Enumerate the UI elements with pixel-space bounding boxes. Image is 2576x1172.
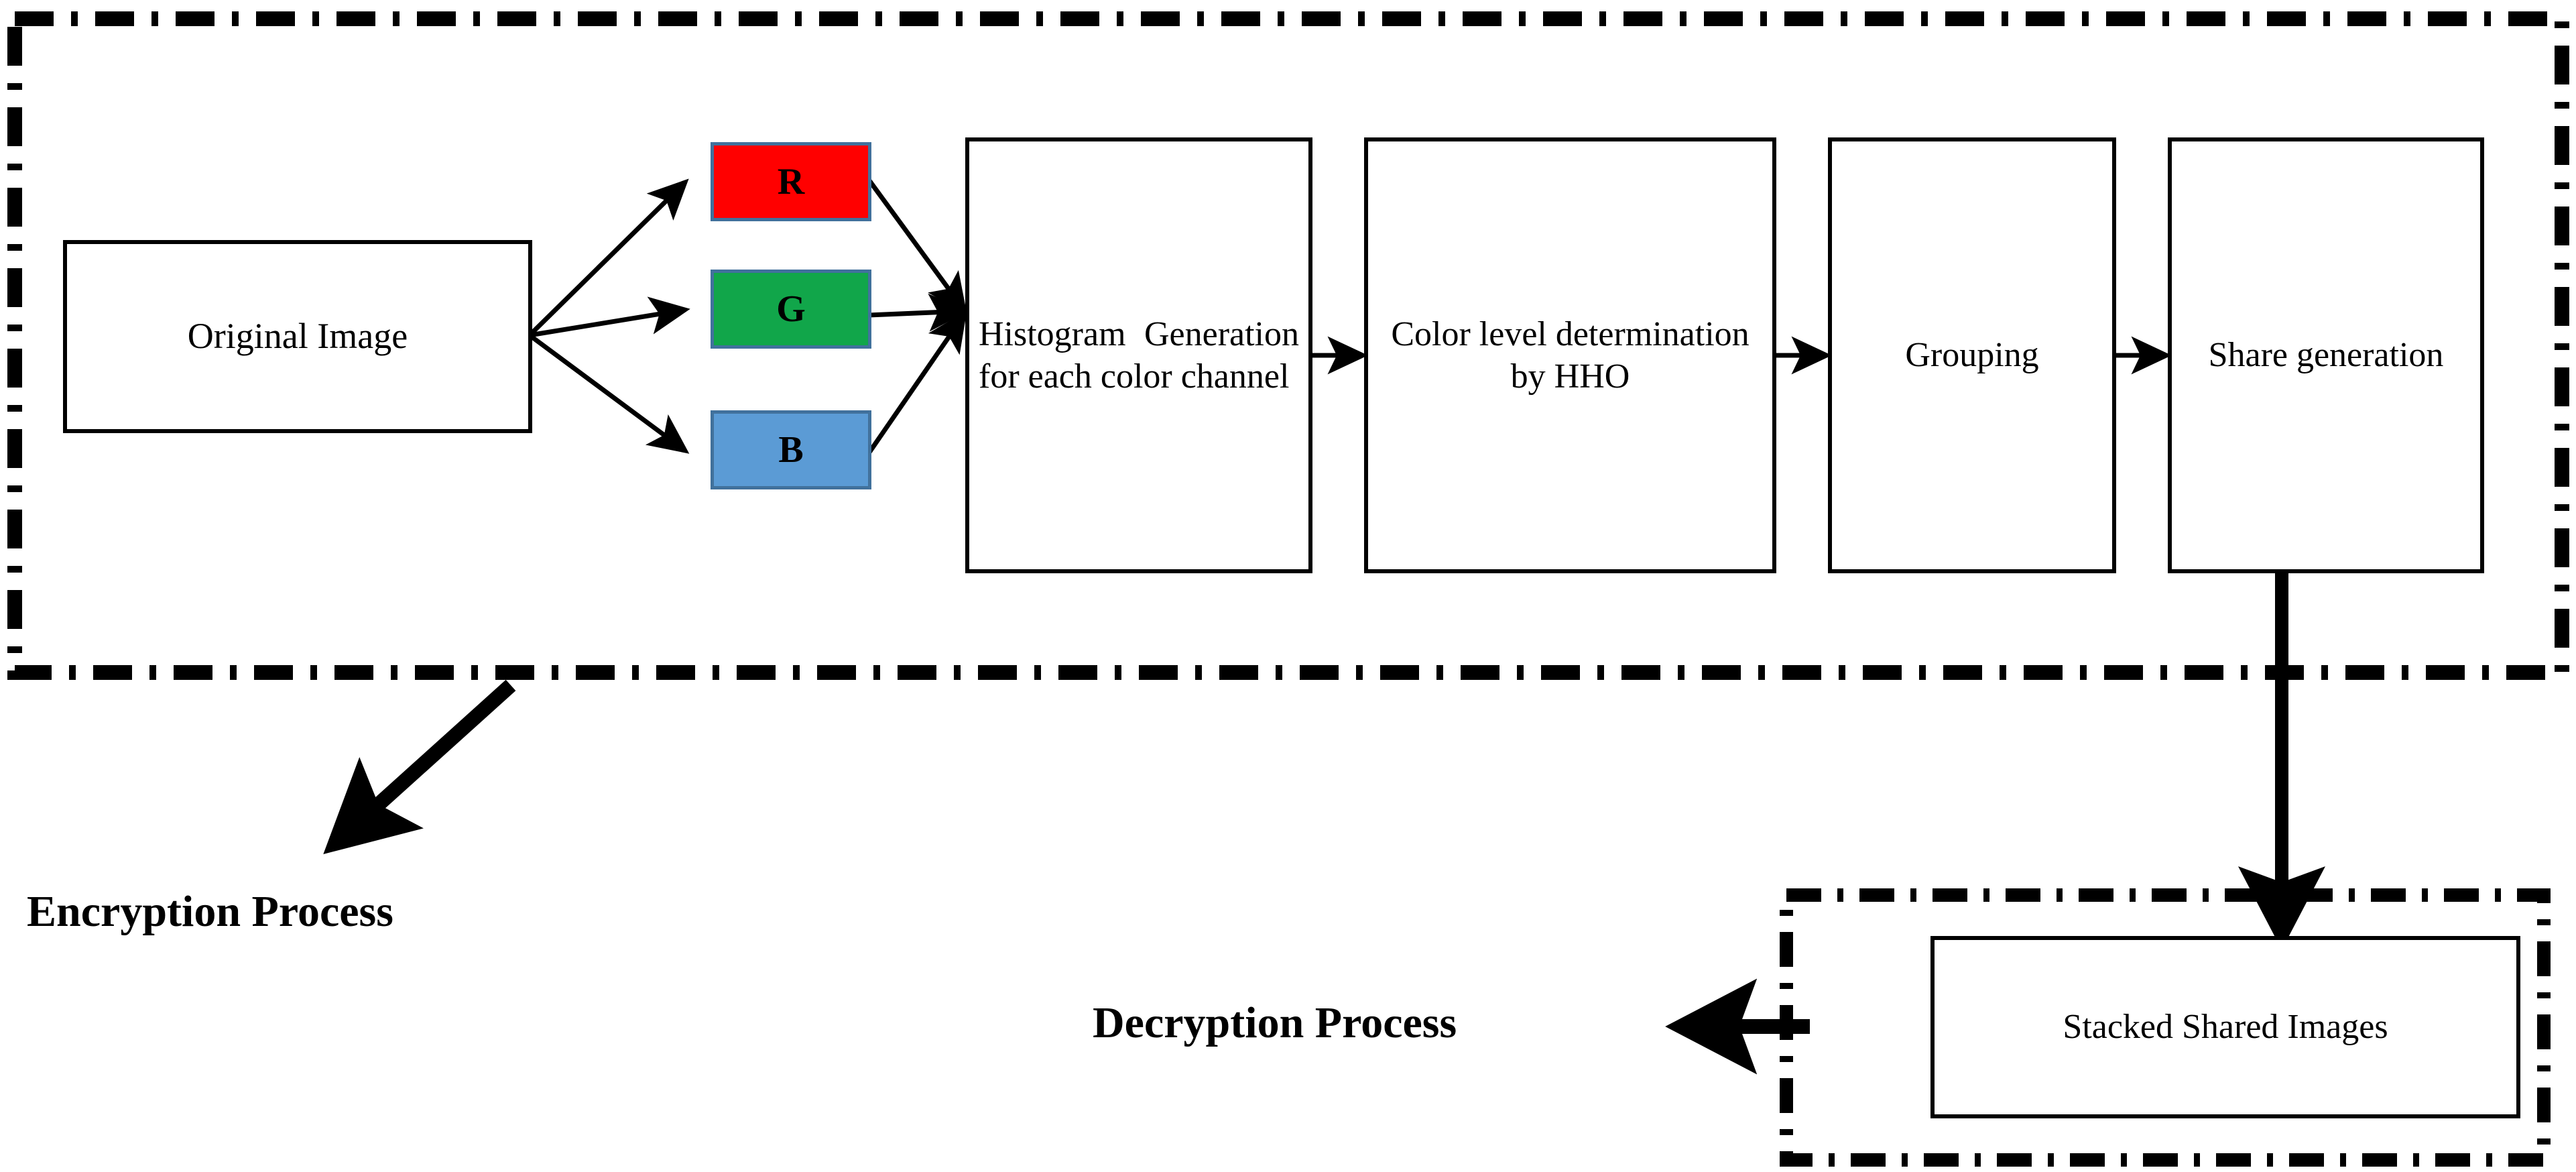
decryption-process-label: Decryption Process [1093,998,1457,1047]
box-share-generation[interactable]: Share generation [2168,137,2484,573]
encryption-process-label: Encryption Process [27,887,393,936]
box-histogram-generation-label: Histogram Generation for each color chan… [979,314,1299,396]
chip-red-channel-label: R [777,161,805,202]
connector-encryption-callout [323,679,516,854]
chip-red-channel[interactable]: R [711,142,871,221]
connector-channels-to-histogram [867,178,969,455]
chip-green-channel-label: G [776,288,806,330]
box-color-level-determination[interactable]: Color level determination by HHO [1364,137,1776,573]
box-original-image[interactable]: Original Image [63,240,532,433]
connector-original-to-channels [528,178,690,454]
chip-green-channel[interactable]: G [711,270,871,349]
box-stacked-shared-images[interactable]: Stacked Shared Images [1930,936,2520,1118]
box-color-level-determination-label: Color level determination by HHO [1391,314,1750,396]
chip-blue-channel-label: B [778,429,804,471]
box-histogram-generation[interactable]: Histogram Generation for each color chan… [965,137,1312,573]
chip-blue-channel[interactable]: B [711,410,871,489]
box-share-generation-label: Share generation [2208,336,2444,375]
box-stacked-shared-images-label: Stacked Shared Images [2063,1008,2388,1047]
box-grouping-label: Grouping [1905,336,2039,375]
box-grouping[interactable]: Grouping [1828,137,2116,573]
box-original-image-label: Original Image [187,316,408,357]
